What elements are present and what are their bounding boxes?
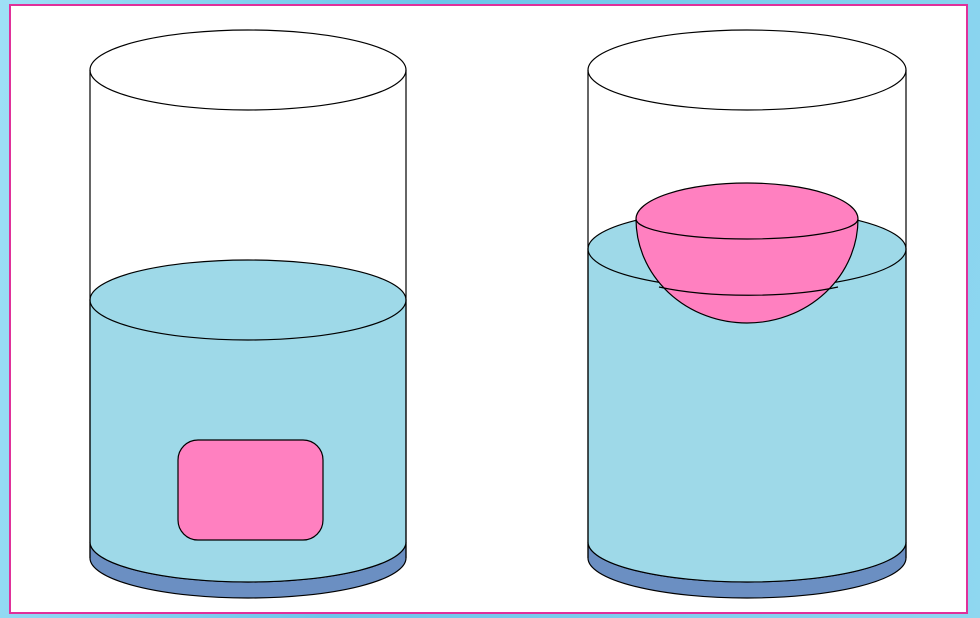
diagram-panel: [9, 4, 968, 614]
left-beaker: [90, 30, 406, 598]
left-beaker-rim: [90, 30, 406, 110]
left-water-surface: [90, 260, 406, 340]
diagram-canvas: [11, 6, 966, 612]
right-beaker: [588, 30, 906, 598]
right-beaker-rim: [588, 30, 906, 110]
submerged-block: [178, 440, 323, 540]
